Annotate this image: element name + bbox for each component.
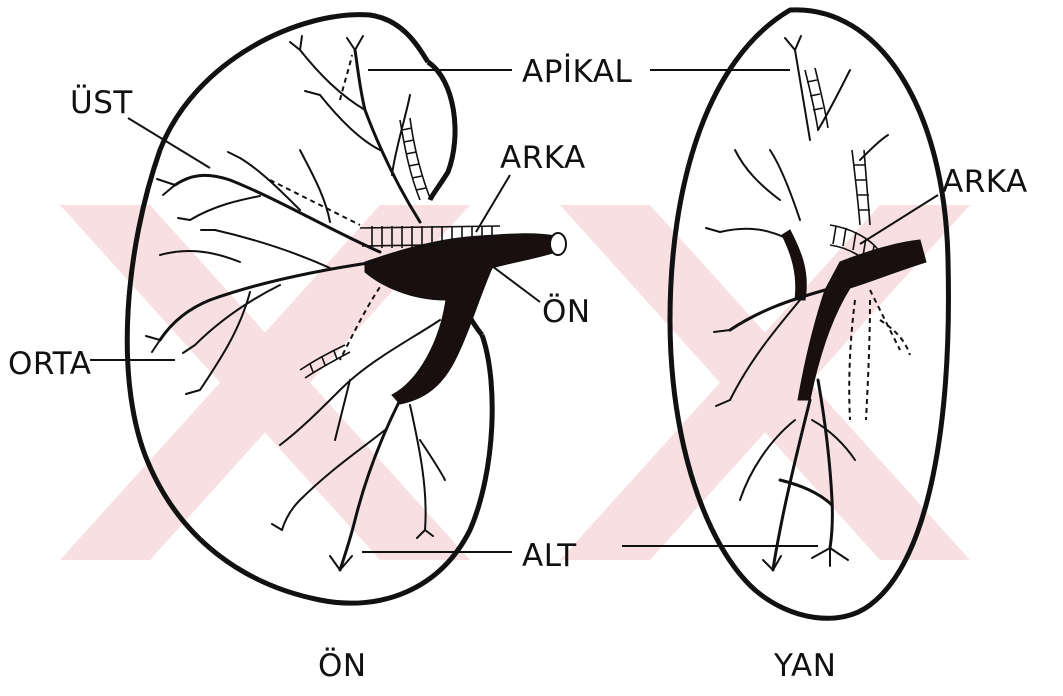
caption-front: ÖN: [318, 647, 367, 684]
label-anterior: ÖN: [542, 293, 591, 330]
leader-posterior: [476, 175, 510, 232]
label-middle: ORTA: [8, 346, 91, 382]
caption-side: YAN: [773, 648, 836, 684]
label-posterior-side: ARKA: [942, 164, 1028, 200]
label-apical: APİKAL: [522, 54, 633, 90]
label-posterior: ARKA: [500, 140, 586, 176]
front-renal-trunk: [365, 234, 562, 404]
label-upper: ÜST: [70, 84, 133, 121]
label-lower: ALT: [522, 538, 577, 574]
leader-anterior: [492, 266, 540, 302]
